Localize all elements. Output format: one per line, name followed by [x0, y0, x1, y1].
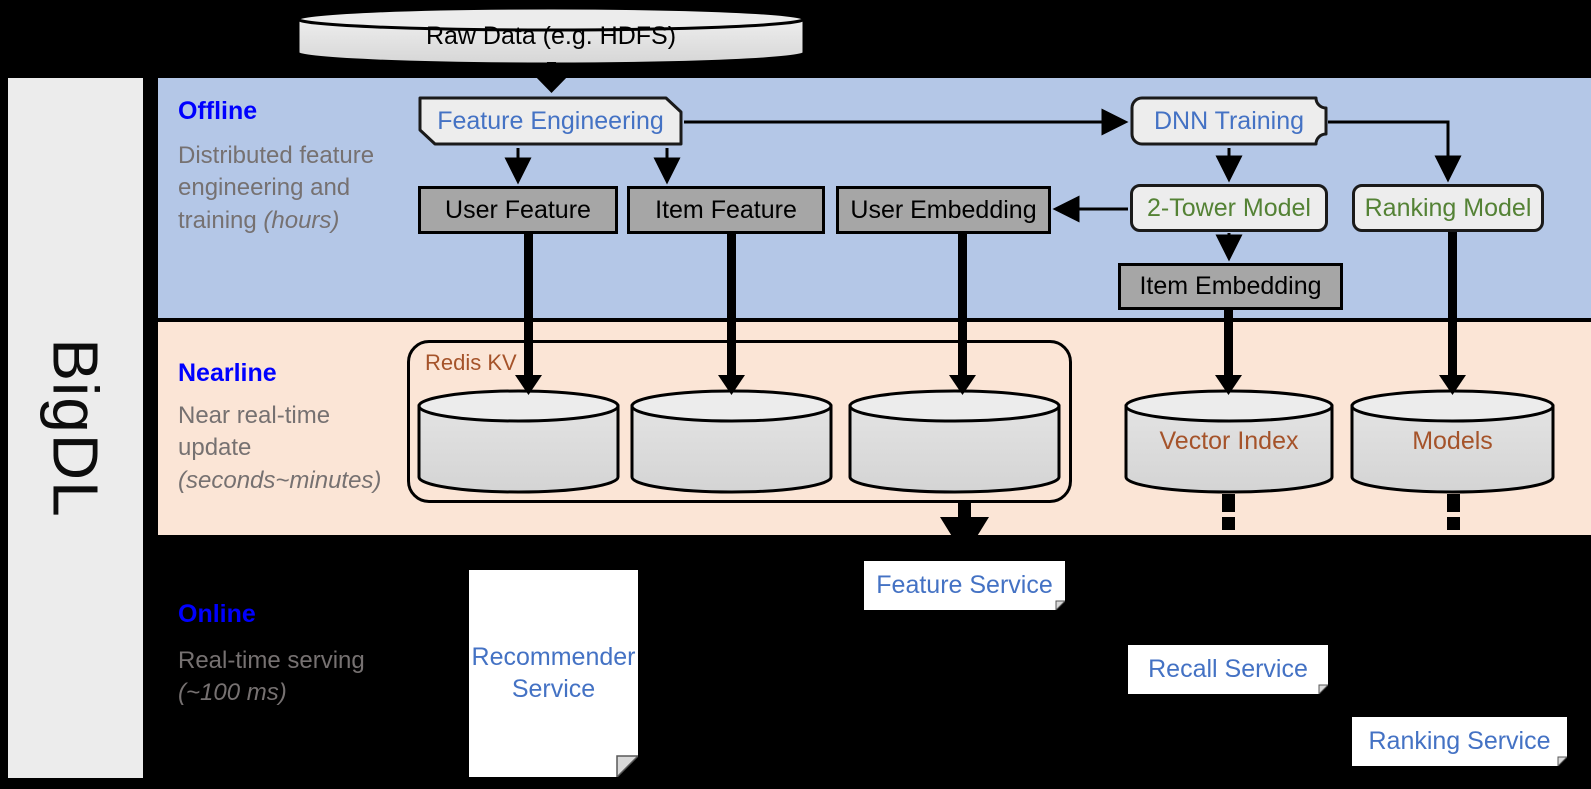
ranking-model-label: Ranking Model — [1364, 193, 1532, 222]
feature-service-label: Feature Service — [876, 570, 1053, 599]
item-feature-label: Item Feature — [655, 195, 797, 224]
models-label: Models — [1412, 427, 1493, 455]
ranking-service-node[interactable]: Ranking Service — [1352, 717, 1567, 766]
item-feature-node[interactable]: Item Feature — [627, 186, 825, 234]
band-subtitle-offline: Distributed feature engineering and trai… — [178, 142, 375, 234]
item-embedding-node[interactable]: Item Embedding — [1118, 263, 1343, 310]
bigdl-label: BigDL — [8, 78, 143, 778]
redis-store-cylinder-3 — [848, 389, 1061, 494]
user-embedding-label: User Embedding — [850, 195, 1037, 224]
feature-engineering-label: Feature Engineering — [437, 106, 664, 135]
feature-engineering-node[interactable]: Feature Engineering — [418, 96, 683, 146]
user-embedding-node[interactable]: User Embedding — [836, 186, 1051, 234]
band-title-nearline: Nearline — [178, 359, 277, 387]
redis-store-label-2 — [630, 389, 833, 494]
user-feature-node[interactable]: User Feature — [418, 186, 618, 234]
ranking-service-label: Ranking Service — [1368, 726, 1551, 755]
dnn-training-node[interactable]: DNN Training — [1130, 96, 1328, 146]
models-cylinder: Models — [1350, 389, 1555, 494]
redis-kv-group — [407, 340, 1072, 503]
redis-store-cylinder-1 — [417, 389, 620, 494]
redis-store-label-3 — [848, 389, 1061, 494]
recall-service-label: Recall Service — [1148, 654, 1308, 683]
user-feature-label: User Feature — [445, 195, 591, 224]
dnn-training-label: DNN Training — [1153, 106, 1305, 135]
band-title-online: Online — [178, 600, 256, 628]
band-subtitle-nearline: Near real-time update (seconds~minutes) — [178, 402, 382, 494]
vector-index-cylinder: Vector Index — [1124, 389, 1334, 494]
band-subtitle-online: Real-time serving (~100 ms) — [178, 647, 365, 707]
recommender-service-node[interactable]: Recommender Service — [469, 570, 638, 777]
item-embedding-label: Item Embedding — [1139, 272, 1322, 300]
feature-service-node[interactable]: Feature Service — [864, 561, 1065, 610]
redis-store-cylinder-2 — [630, 389, 833, 494]
two-tower-model-node[interactable]: 2-Tower Model — [1130, 184, 1328, 232]
bigdl-rail: BigDL — [8, 78, 143, 778]
ranking-model-node[interactable]: Ranking Model — [1352, 184, 1544, 232]
vector-index-label: Vector Index — [1159, 427, 1299, 455]
band-title-offline: Offline — [178, 97, 258, 125]
raw-data-cylinder: Raw Data (e.g. HDFS) — [296, 6, 806, 66]
raw-data-label: Raw Data (e.g. HDFS) — [425, 21, 677, 50]
recommender-service-label: Recommender Service — [471, 643, 636, 703]
recall-service-node[interactable]: Recall Service — [1128, 645, 1328, 694]
redis-store-label-1 — [417, 389, 620, 494]
redis-kv-label: Redis KV — [425, 350, 517, 375]
two-tower-model-label: 2-Tower Model — [1147, 193, 1311, 222]
bigdl-label-text: BigDL — [39, 338, 112, 518]
